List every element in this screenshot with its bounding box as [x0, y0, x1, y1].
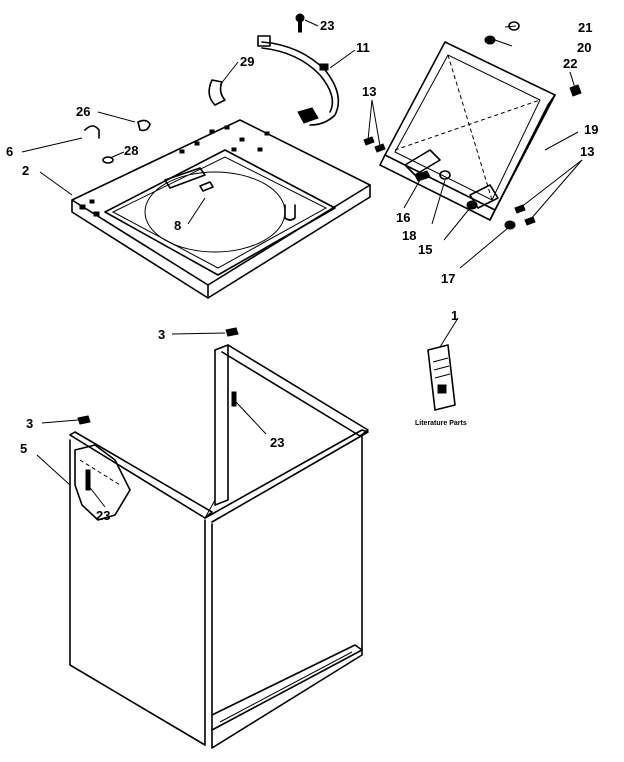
- label-2: 2: [22, 163, 29, 178]
- label-23-top: 23: [320, 18, 334, 33]
- label-23-bottom: 23: [96, 508, 110, 523]
- washer-part-21: [508, 21, 520, 31]
- label-29: 29: [240, 54, 254, 69]
- nut-part-20: [484, 35, 496, 45]
- fasteners-part-13-left: [363, 136, 386, 153]
- label-11: 11: [356, 40, 370, 55]
- screw-part-23-top: [295, 13, 305, 33]
- lid: [379, 41, 556, 221]
- clip-part-3-upper: [225, 327, 239, 337]
- label-8: 8: [174, 218, 181, 233]
- bumper-part-22: [569, 84, 582, 97]
- label-20: 20: [577, 40, 591, 55]
- label-26: 26: [76, 104, 90, 119]
- label-3-lower: 3: [26, 416, 33, 431]
- label-5: 5: [20, 441, 27, 456]
- switch-hose-assembly: [257, 35, 340, 126]
- literature-parts: [427, 344, 456, 411]
- label-28: 28: [124, 143, 138, 158]
- label-1: 1: [451, 308, 458, 323]
- label-6: 6: [6, 144, 13, 159]
- fasteners-part-13-right: [514, 204, 536, 226]
- clip-part-26: [137, 119, 151, 132]
- clip-part-3-lower: [77, 415, 91, 425]
- part-labels: 1 2 3 3 5 6 8 11 13 13 15 16 17 18 19 20…: [6, 18, 598, 523]
- top-panel: [71, 119, 371, 299]
- nut-part-15: [466, 200, 478, 210]
- cabinet: [69, 344, 369, 749]
- label-21: 21: [578, 20, 592, 35]
- label-16: 16: [396, 210, 410, 225]
- literature-parts-caption: Literature Parts: [415, 420, 467, 427]
- nut-part-17: [504, 220, 516, 230]
- label-13-left: 13: [362, 84, 376, 99]
- label-15: 15: [418, 242, 432, 257]
- label-17: 17: [441, 271, 455, 286]
- label-3-upper: 3: [158, 327, 165, 342]
- leader-lines: [21, 19, 583, 508]
- label-23-middle: 23: [270, 435, 284, 450]
- label-13-right: 13: [580, 144, 594, 159]
- label-22: 22: [563, 56, 577, 71]
- wire-clip-part-29: [208, 79, 226, 106]
- hinge-pin-part-6: [84, 125, 100, 139]
- grommet-part-28: [102, 156, 114, 164]
- label-18: 18: [402, 228, 416, 243]
- label-19: 19: [584, 122, 598, 137]
- washer-part-18: [439, 170, 451, 180]
- hinge-part-16: [414, 170, 431, 182]
